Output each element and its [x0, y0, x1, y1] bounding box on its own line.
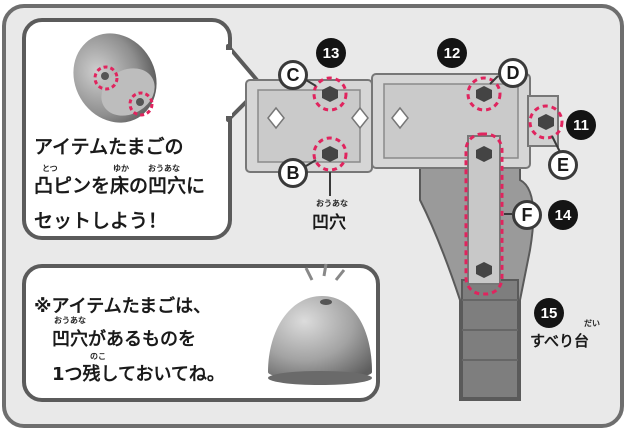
instruction-line-3: セットしよう！	[34, 210, 168, 232]
note-line-2: 凹穴があるものを	[52, 329, 196, 350]
note-ruby-nokosu: のこ	[90, 352, 106, 361]
hole-label-ruby: おうあな	[316, 199, 348, 208]
note-line-1: ※アイテムたまごは、	[34, 296, 212, 317]
hole-label: 凹穴	[312, 213, 346, 233]
slide-label: すべり台	[530, 332, 589, 350]
part-number-12: 12	[437, 38, 467, 68]
instruction-line-1: アイテムたまごの	[34, 136, 184, 158]
part-number-15: 15	[534, 298, 564, 328]
point-label-b: B	[278, 158, 308, 188]
point-label-c: C	[278, 60, 308, 90]
part-number-14: 14	[548, 200, 578, 230]
slide-label-ruby: だい	[584, 319, 600, 328]
ruby-ouana: おうあな	[148, 164, 180, 173]
ruby-yuka: ゆか	[113, 164, 129, 173]
note-line-3: 1つ残しておいてね。	[52, 364, 225, 385]
point-label-d: D	[498, 58, 528, 88]
part-number-11: 11	[566, 110, 596, 140]
instruction-line-2: 凸ピンを床の凹穴に	[34, 175, 206, 197]
point-label-e: E	[548, 150, 578, 180]
ruby-totsu: とつ	[42, 164, 58, 173]
part-number-13: 13	[316, 38, 346, 68]
point-label-f: F	[512, 200, 542, 230]
note-ruby-ouana: おうあな	[54, 316, 86, 325]
